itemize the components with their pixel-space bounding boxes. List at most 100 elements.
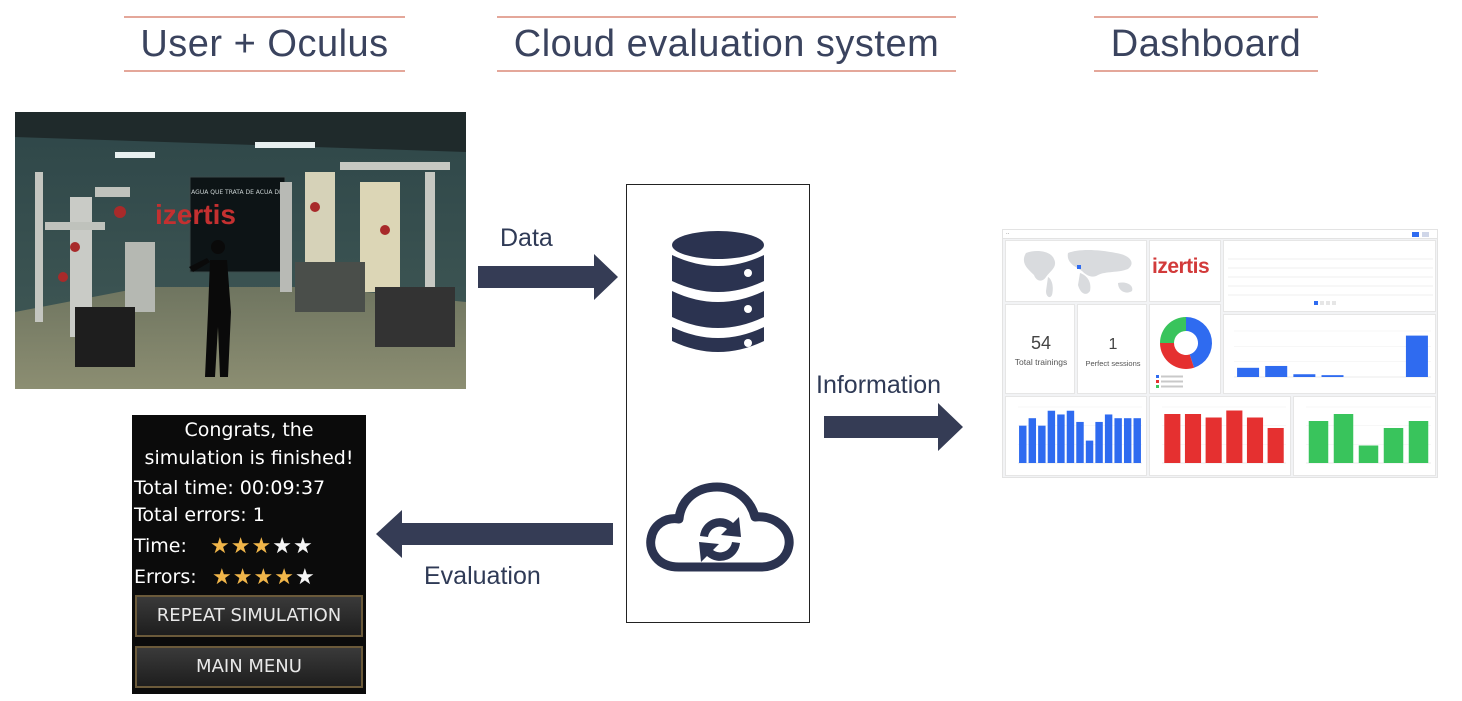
heading-cloud-evaluation-system: Cloud evaluation system <box>497 16 956 72</box>
results-total-errors: Total errors: 1 <box>134 504 265 526</box>
arrow-information-icon <box>824 403 963 451</box>
label-data: Data <box>500 224 553 252</box>
label-evaluation: Evaluation <box>424 562 541 590</box>
heading-user-oculus: User + Oculus <box>124 16 405 72</box>
kpi-total-trainings-label: Total trainings <box>1014 357 1068 367</box>
cloud-sync-icon <box>646 482 794 572</box>
donut-legend-swatch <box>1156 385 1159 388</box>
chart-bar <box>1057 414 1065 463</box>
dashboard-app-title: ·· <box>1006 231 1010 237</box>
scene-board-text: AGUA QUE TRATA DE ACUA DE <box>191 189 283 196</box>
donut-slice <box>1160 343 1195 369</box>
total-time-value: 00:09:37 <box>239 477 326 499</box>
main-menu-button[interactable]: MAIN MENU <box>135 646 363 688</box>
dashboard-donut-card <box>1149 304 1221 394</box>
chart-bar <box>1095 421 1103 463</box>
chart-bar <box>1265 365 1288 377</box>
average-errors-blue-chart <box>1018 406 1142 464</box>
sessions-table-rows <box>1228 258 1433 305</box>
donut-legend-text <box>1161 375 1183 378</box>
dashboard-chart-red <box>1149 396 1291 476</box>
vr-scene-image: AGUA QUE TRATA DE ACUA DE izertis <box>15 112 466 389</box>
star-filled-icon: ★ <box>253 565 275 590</box>
repeat-simulation-button[interactable]: REPEAT SIMULATION <box>135 595 363 637</box>
dashboard-toolbar-button <box>1412 232 1419 237</box>
chart-bar <box>1405 335 1428 377</box>
trainings-by-score-donut <box>1156 317 1212 388</box>
star-empty-icon: ★ <box>294 565 316 590</box>
dashboard-topbar: ·· <box>1003 230 1437 239</box>
arrow-evaluation-icon <box>376 510 613 558</box>
dashboard-brand-card: izertis <box>1149 240 1221 302</box>
chart-bar <box>1205 417 1222 463</box>
chart-bar <box>1308 421 1329 463</box>
dashboard-kpi-total-trainings: 54 Total trainings <box>1005 304 1075 394</box>
simulation-results-panel: Congrats, the simulation is finished! To… <box>132 415 366 694</box>
star-filled-icon: ★ <box>212 565 233 590</box>
chart-bar <box>1246 417 1264 463</box>
chart-bar <box>1293 374 1316 377</box>
time-rating-stars: ★★★★★ <box>210 534 314 559</box>
kpi-total-trainings-value: 54 <box>1030 333 1052 353</box>
dashboard-kpi-perfect-sessions: 1 Perfect sessions <box>1077 304 1147 394</box>
total-time-label: Total time: <box>134 477 234 499</box>
chart-bar <box>1237 367 1260 377</box>
donut-legend-text <box>1161 385 1183 388</box>
chart-bar <box>1104 414 1113 463</box>
results-title-line2: simulation is finished! <box>144 447 354 469</box>
chart-bar <box>1076 421 1084 463</box>
kpi-perfect-sessions-value: 1 <box>1108 336 1118 353</box>
chart-bar <box>1123 418 1132 463</box>
total-errors-value: 1 <box>252 504 265 526</box>
world-map-icon <box>1023 250 1133 298</box>
star-filled-icon: ★ <box>251 534 273 559</box>
donut-legend-text <box>1161 380 1183 383</box>
donut-legend-swatch <box>1156 380 1159 383</box>
arrow-data-icon <box>478 254 618 300</box>
chart-bar <box>1133 418 1141 463</box>
dashboard-screenshot: ·· izertis <box>1002 229 1438 478</box>
dashboard-brand-logo: izertis <box>1152 255 1210 278</box>
results-title-line1: Congrats, the <box>184 419 314 441</box>
star-empty-icon: ★ <box>292 534 314 559</box>
donut-slice <box>1186 317 1212 368</box>
sessions-by-day-chart <box>1234 330 1431 378</box>
errors-rating-stars: ★★★★★ <box>212 565 316 590</box>
chart-bar <box>1333 414 1354 463</box>
dashboard-map-card <box>1005 240 1147 302</box>
chart-bar <box>1267 428 1284 463</box>
dashboard-chart-blue <box>1005 396 1147 476</box>
results-total-time: Total time: 00:09:37 <box>134 477 325 499</box>
results-errors-label: Errors: <box>134 566 197 588</box>
chart-bar <box>1321 375 1344 377</box>
chart-bar <box>1226 410 1243 463</box>
average-attempts-green-chart <box>1306 406 1431 464</box>
chart-bar <box>1038 425 1046 463</box>
star-filled-icon: ★ <box>274 565 295 590</box>
donut-slice <box>1160 317 1186 343</box>
donut-legend-swatch <box>1156 375 1159 378</box>
chart-bar <box>1114 418 1122 463</box>
chart-bar <box>1358 445 1379 463</box>
chart-bar <box>1066 410 1075 463</box>
dashboard-chart-green <box>1293 396 1436 476</box>
cloud-evaluation-box <box>626 184 810 623</box>
dashboard-toolbar-button <box>1422 232 1429 237</box>
dashboard-sessions-by-day <box>1223 314 1436 394</box>
star-filled-icon: ★ <box>210 534 231 559</box>
chart-bar <box>1408 421 1429 463</box>
chart-bar <box>1085 440 1094 463</box>
star-empty-icon: ★ <box>272 534 293 559</box>
dashboard-sessions-table <box>1223 240 1436 312</box>
chart-bar <box>1019 425 1027 463</box>
average-errors-red-chart <box>1162 406 1286 464</box>
results-time-label: Time: <box>134 535 187 557</box>
total-errors-label: Total errors: <box>134 504 247 526</box>
star-filled-icon: ★ <box>232 565 254 590</box>
chart-bar <box>1028 418 1037 463</box>
database-icon <box>672 231 764 352</box>
heading-dashboard: Dashboard <box>1094 16 1318 72</box>
label-information: Information <box>816 371 942 399</box>
vr-scene-illustration: AGUA QUE TRATA DE ACUA DE izertis <box>15 112 466 389</box>
chart-bar <box>1047 410 1056 463</box>
